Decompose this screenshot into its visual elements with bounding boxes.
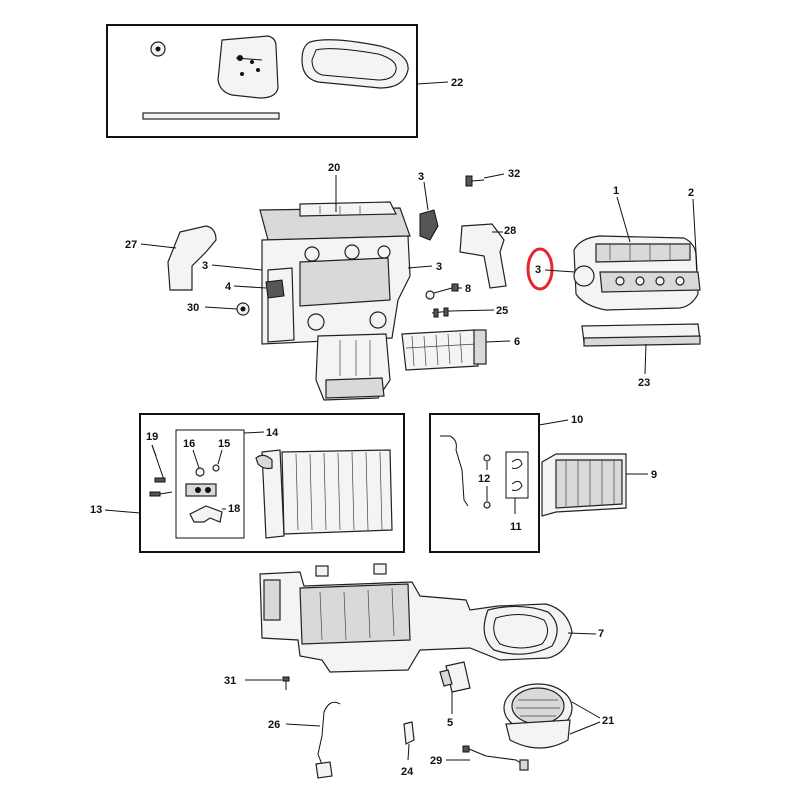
part-25-clip [431, 307, 451, 318]
label-27: 27 [125, 239, 137, 251]
highlight-ring [526, 247, 554, 291]
part-26-drain-hose [317, 701, 341, 771]
part-13-heater-core [255, 449, 393, 539]
part-7-lower-housing [259, 563, 573, 673]
leader-32 [483, 173, 505, 179]
label-29: 29 [430, 755, 442, 767]
leader-3c [407, 265, 433, 269]
leader-24 [407, 743, 410, 761]
label-20: 20 [328, 162, 340, 174]
part-30-grommet [236, 302, 250, 316]
leader-23 [644, 343, 647, 375]
label-24: 24 [401, 766, 414, 778]
label-7: 7 [598, 628, 604, 640]
label-13: 13 [90, 504, 102, 516]
label-16: 16 [183, 438, 195, 450]
label-8: 8 [465, 283, 471, 295]
label-2: 2 [688, 187, 694, 199]
part-3-actuator-top [419, 209, 439, 241]
label-18: 18 [228, 503, 240, 515]
part-6-evaporator-core [401, 329, 487, 371]
label-9: 9 [651, 469, 657, 481]
part-14-valve [185, 483, 217, 497]
label-15: 15 [218, 438, 230, 450]
leader-10 [538, 419, 569, 426]
label-21: 21 [602, 715, 614, 727]
label-11: 11 [510, 521, 522, 533]
leader-26 [285, 723, 321, 727]
label-3a: 3 [202, 260, 208, 272]
part-23-filter [581, 323, 701, 347]
leader-6 [485, 340, 511, 343]
leader-7 [567, 632, 597, 635]
leader-1 [616, 196, 631, 243]
leader-2 [692, 198, 698, 271]
part-15-oring [212, 464, 220, 472]
part-9-heater-core [541, 453, 627, 517]
label-30: 30 [187, 302, 199, 314]
leader-3a [211, 264, 263, 271]
label-31: 31 [224, 675, 236, 687]
kit-22-strip [142, 112, 280, 120]
leader-27 [140, 243, 177, 249]
label-28: 28 [504, 225, 516, 237]
label-3d: 3 [535, 264, 541, 276]
leader-25 [449, 309, 495, 312]
part-16-oring [195, 467, 205, 477]
leader-3b [423, 181, 429, 211]
part-28-duct [459, 223, 507, 289]
part-11-clips [505, 451, 529, 499]
leader-22 [416, 81, 449, 85]
label-12: 12 [478, 473, 490, 485]
label-6: 6 [514, 336, 520, 348]
part-29-sensor [462, 745, 529, 771]
kit-22-grommet [150, 41, 166, 57]
kit-14-frame [175, 429, 245, 539]
leader-21a [571, 701, 601, 719]
label-3c: 3 [436, 261, 442, 273]
part-21-blower-motor [503, 683, 573, 749]
kit-10-frame [429, 413, 540, 553]
label-32: 32 [508, 168, 520, 180]
part-12-oring-a [483, 454, 491, 462]
part-main-housing [261, 235, 411, 401]
kit-13-frame [139, 413, 405, 553]
part-27-duct [167, 225, 217, 291]
label-26: 26 [268, 719, 280, 731]
label-1: 1 [613, 185, 619, 197]
label-4: 4 [225, 281, 232, 293]
label-3b: 3 [418, 171, 424, 183]
leader-21b [569, 721, 601, 735]
leader-14 [243, 431, 265, 434]
label-25: 25 [496, 305, 508, 317]
part-4-actuator [265, 279, 285, 299]
leader-30 [204, 306, 238, 310]
kit-22-frame [106, 24, 418, 138]
label-14: 14 [266, 427, 279, 439]
part-24-bracket [403, 721, 415, 745]
part-1-housing-upper [573, 235, 701, 311]
label-19: 19 [146, 431, 158, 443]
part-31-screw [282, 676, 290, 690]
part-5-resistor [439, 661, 471, 693]
label-23: 23 [638, 377, 650, 389]
kit-22-plate [217, 35, 279, 99]
label-5: 5 [447, 717, 453, 729]
part-19-bolts [149, 444, 173, 497]
part-18-clamp [189, 505, 223, 523]
label-10: 10 [571, 414, 583, 426]
part-8-sensor [425, 283, 459, 300]
part-12-oring-b [483, 501, 491, 509]
leader-3d [544, 269, 576, 273]
label-22: 22 [451, 77, 463, 89]
part-20-top-cover [259, 201, 411, 241]
kit-22-seal-ring [301, 39, 409, 89]
leader-13 [104, 509, 141, 514]
leader-4 [233, 285, 267, 289]
part-32-screw [465, 175, 485, 187]
part-10-tube [440, 435, 469, 507]
